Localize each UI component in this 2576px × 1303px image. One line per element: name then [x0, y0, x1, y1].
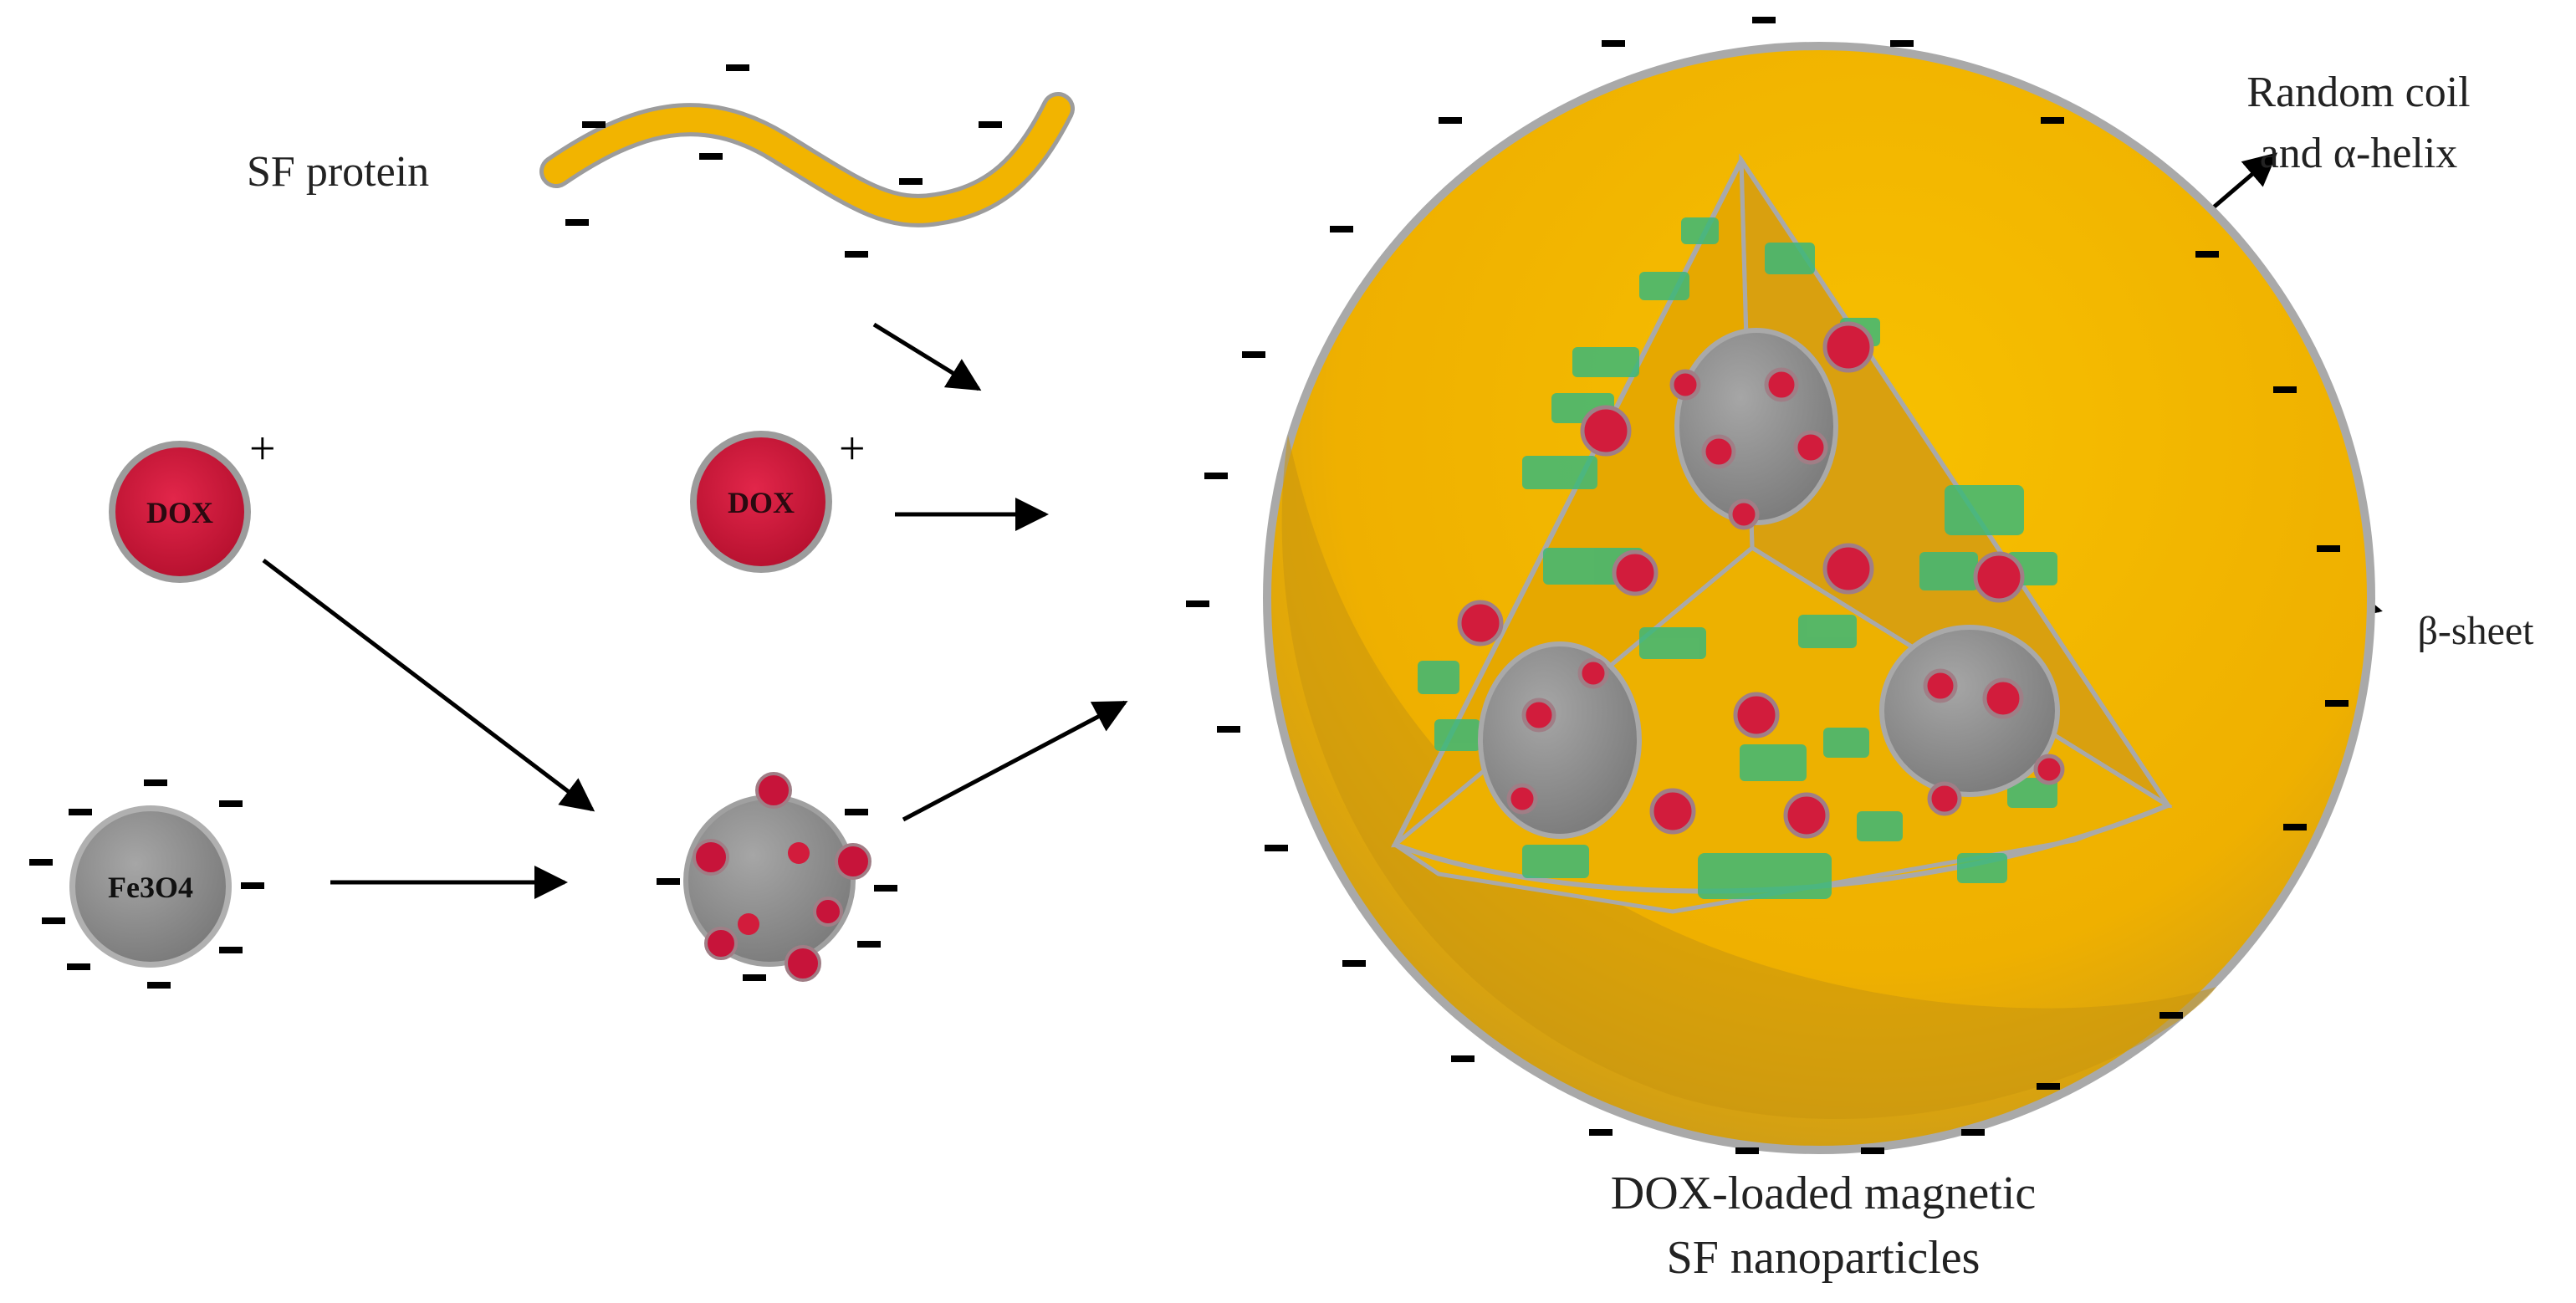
dox-label-middle: DOX	[728, 486, 795, 519]
sphere-charges	[1186, 17, 2349, 1154]
sf-protein-strand	[539, 92, 1075, 227]
dox-molecule-left: DOX	[109, 441, 251, 583]
dox-label-left: DOX	[146, 496, 213, 529]
arrow-complex-to-sphere	[902, 700, 1128, 822]
random-coil-label-line1: Random coil	[2246, 69, 2470, 116]
fe3o4-particle: Fe3O4	[69, 805, 232, 968]
complex-charges	[657, 809, 897, 981]
beta-sheet-label: β-sheet	[2417, 609, 2534, 653]
arrow-protein-to-sphere	[872, 322, 982, 391]
beta-sheet-regions	[1418, 217, 2057, 899]
dox-molecule-middle: DOX	[690, 431, 832, 573]
fe3o4-dox-complex	[683, 772, 871, 982]
caption-line1: DOX-loaded magnetic	[1611, 1168, 2036, 1219]
dox-charge-middle: +	[839, 423, 866, 475]
caption-line2: SF nanoparticles	[1667, 1232, 1981, 1284]
arrow-dox-to-complex	[262, 559, 595, 812]
fe3o4-charges	[29, 779, 264, 989]
sf-protein-label: SF protein	[247, 148, 429, 196]
fe3o4-label: Fe3O4	[108, 871, 193, 904]
random-coil-label-line2: and α-helix	[2260, 130, 2458, 177]
sf-protein-charges	[565, 64, 1002, 258]
dox-dots-inside	[1457, 321, 2065, 839]
dox-charge-left: +	[249, 423, 276, 475]
